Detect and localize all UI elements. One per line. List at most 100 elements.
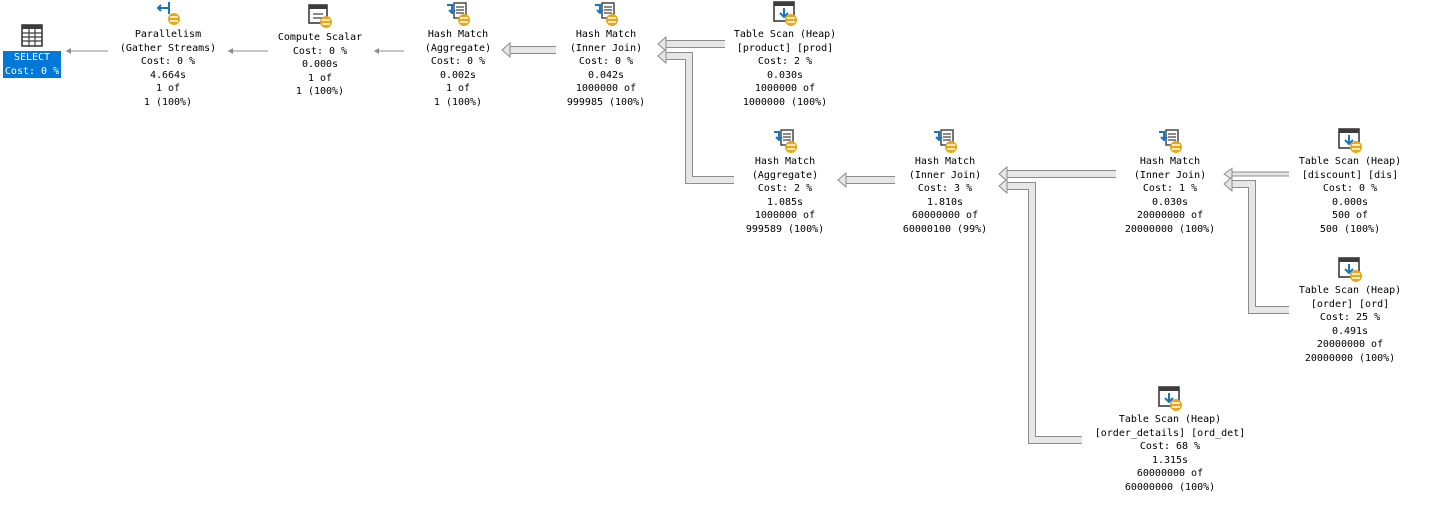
table-scan-icon — [1158, 386, 1182, 411]
edge-join-mid-to-aggregate-mid — [837, 171, 895, 189]
node-table-scan-order[interactable]: Table Scan (Heap) [order] [ord] Cost: 25… — [1290, 256, 1410, 365]
node-line: 1000000 of — [754, 210, 816, 221]
node-line: 1.810s — [926, 196, 964, 208]
node-line: (Gather Streams) — [119, 42, 217, 54]
node-line: Table Scan (Heap) — [1298, 285, 1402, 296]
node-line: Table Scan (Heap) — [1118, 414, 1222, 425]
node-compute-scalar[interactable]: Compute Scalar Cost: 0 % 0.000s 1 of 1 (… — [262, 3, 378, 99]
node-parallelism[interactable]: Parallelism (Gather Streams) Cost: 0 % 4… — [108, 0, 228, 109]
node-line: 60000000 of — [911, 210, 979, 221]
node-line: Hash Match — [1139, 156, 1201, 167]
edge-aggregate-mid-to-join — [657, 47, 734, 184]
node-line: [order_details] [ord_det] — [1094, 427, 1246, 439]
node-line: 20000000 (100%) — [1124, 223, 1216, 235]
node-line: Parallelism — [134, 29, 202, 40]
parallelism-gather-streams-icon — [156, 2, 180, 25]
node-line: [discount] [dis] — [1301, 169, 1399, 181]
edge-discount-to-join-right — [1223, 167, 1289, 181]
node-line: Cost: 0 % — [292, 45, 348, 57]
node-hash-match-aggregate-mid[interactable]: Hash Match (Aggregate) Cost: 2 % 1.085s … — [735, 127, 835, 236]
node-table-scan-discount[interactable]: Table Scan (Heap) [discount] [dis] Cost:… — [1290, 127, 1410, 236]
node-line: SELECT — [13, 52, 51, 63]
hash-match-icon — [595, 2, 618, 26]
node-line: Cost: 2 % — [757, 183, 813, 194]
node-line: 0.000s — [301, 59, 339, 70]
node-line: [order] [ord] — [1310, 298, 1390, 310]
node-line: 1 of — [445, 83, 471, 94]
node-line: 999589 (100%) — [745, 223, 825, 235]
node-line: Cost: 68 % — [1139, 441, 1201, 452]
edge-parallelism-to-select-head — [66, 48, 71, 54]
node-line: Table Scan (Heap) — [733, 29, 837, 40]
edge-order-details-to-join-mid — [998, 177, 1082, 444]
node-line: Cost: 0 % — [140, 56, 196, 67]
node-line: 1 (100%) — [143, 96, 193, 108]
node-line: Cost: 0 % — [578, 56, 634, 67]
edge-join-right-to-join-mid — [998, 165, 1116, 183]
node-line: 0.042s — [587, 69, 625, 81]
node-line: 1.315s — [1151, 454, 1189, 466]
node-hash-match-inner-join-top[interactable]: Hash Match (Inner Join) Cost: 0 % 0.042s… — [556, 0, 656, 109]
node-line: 20000000 of — [1136, 210, 1204, 221]
node-line: 20000000 of — [1316, 339, 1384, 350]
node-select-label: SELECT Cost: 0 % — [2, 51, 62, 78]
node-line: 20000000 (100%) — [1304, 352, 1396, 364]
node-line: Hash Match — [914, 156, 976, 167]
node-line: Cost: 2 % — [757, 56, 813, 67]
node-line: 60000100 (99%) — [902, 223, 988, 235]
node-line: Cost: 0 % — [430, 56, 486, 67]
table-scan-icon — [1338, 257, 1362, 282]
node-line: Compute Scalar — [277, 32, 363, 43]
hash-match-icon — [934, 129, 957, 153]
node-line: 60000000 (100%) — [1124, 481, 1216, 493]
node-line: (Inner Join) — [1133, 169, 1207, 181]
edge-product-to-join — [657, 35, 725, 53]
hash-match-icon — [1159, 129, 1182, 153]
node-line: Cost: 1 % — [1142, 183, 1198, 194]
node-line: (Inner Join) — [908, 169, 982, 181]
node-line: 1000000 of — [575, 83, 637, 94]
node-line: 500 (100%) — [1319, 223, 1381, 235]
node-line: (Aggregate) — [751, 169, 819, 181]
node-line: (Aggregate) — [424, 42, 492, 54]
node-line: Hash Match — [427, 29, 489, 40]
node-line: 1 of — [155, 83, 181, 94]
node-line: 500 of — [1331, 210, 1369, 221]
node-table-scan-product[interactable]: Table Scan (Heap) [product] [prod] Cost:… — [725, 0, 845, 109]
compute-scalar-icon — [308, 4, 332, 28]
node-line: Hash Match — [575, 29, 637, 40]
node-line: Table Scan (Heap) — [1298, 156, 1402, 167]
hash-match-icon — [774, 129, 797, 153]
node-line: 1 (100%) — [433, 96, 483, 108]
node-line: Cost: 3 % — [917, 183, 973, 194]
node-hash-match-inner-join-right[interactable]: Hash Match (Inner Join) Cost: 1 % 0.030s… — [1110, 127, 1230, 236]
node-line: 1000000 (100%) — [742, 96, 828, 108]
node-line: 0.002s — [439, 69, 477, 81]
node-line: (Inner Join) — [569, 42, 643, 54]
node-line: 60000000 of — [1136, 468, 1204, 479]
node-line: Cost: 25 % — [1319, 312, 1381, 323]
node-line: 0.491s — [1331, 325, 1369, 337]
table-scan-icon — [1338, 128, 1362, 153]
table-scan-icon — [773, 1, 797, 26]
node-line: Hash Match — [754, 156, 816, 167]
edge-join-to-aggregate — [501, 41, 556, 59]
node-line: 1 of — [307, 72, 333, 84]
node-line: 1.085s — [766, 196, 804, 208]
node-line: 0.030s — [766, 69, 804, 81]
node-line: Cost: 0 % — [1322, 183, 1378, 194]
node-line: 999985 (100%) — [566, 96, 646, 108]
node-line: 1 (100%) — [295, 86, 345, 97]
node-table-scan-order-details[interactable]: Table Scan (Heap) [order_details] [ord_d… — [1080, 385, 1260, 494]
node-line: 4.664s — [149, 69, 187, 81]
edge-compute-to-parallelism-head — [228, 48, 233, 54]
node-line: [product] [prod] — [736, 42, 834, 54]
node-select[interactable]: SELECT Cost: 0 % — [0, 23, 64, 78]
edge-order-to-join-right — [1223, 175, 1289, 314]
node-line: 1000000 of — [754, 83, 816, 94]
node-hash-match-inner-join-mid[interactable]: Hash Match (Inner Join) Cost: 3 % 1.810s… — [890, 127, 1000, 236]
node-hash-match-aggregate-top[interactable]: Hash Match (Aggregate) Cost: 0 % 0.002s … — [408, 0, 508, 109]
node-line: Cost: 0 % — [4, 65, 60, 77]
node-line: 0.000s — [1331, 196, 1369, 208]
